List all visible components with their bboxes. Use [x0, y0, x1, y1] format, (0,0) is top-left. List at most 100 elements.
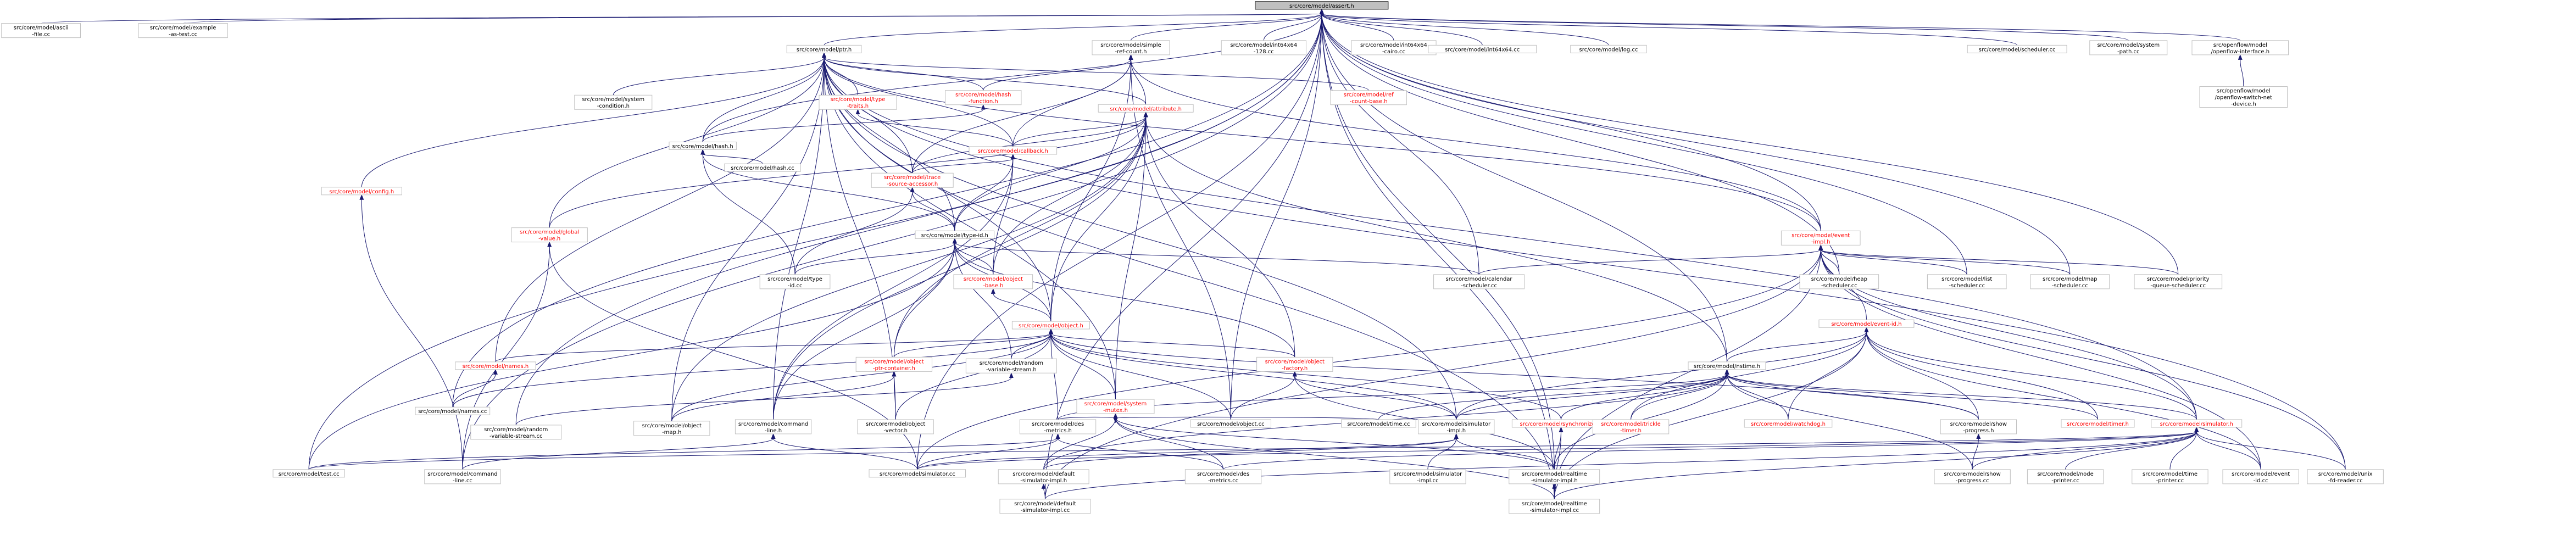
node-label: src/core/model/show: [1950, 421, 2007, 427]
edge-ptr-sysmutex: [822, 52, 1116, 400]
node-simpleref[interactable]: src/core/model/simple-ref-count.h: [1092, 40, 1170, 55]
node-objmap[interactable]: src/core/model/object-map.h: [633, 421, 710, 436]
node-simimplh[interactable]: src/core/model/simulator-impl.h: [1418, 419, 1495, 434]
edge-typeidh-cmdline: [773, 238, 957, 420]
node-objecth[interactable]: src/core/model/object.h: [1011, 321, 1090, 330]
node-label: -simulator-impl.h: [1531, 478, 1578, 484]
node-log[interactable]: src/core/model/log.cc: [1570, 44, 1647, 53]
edge-ptr-config: [361, 52, 827, 187]
node-ptr[interactable]: src/core/model/ptr.h: [786, 44, 862, 53]
edge-typeidh-randstream: [952, 238, 1012, 359]
node-watchdog[interactable]: src/core/model/watchdog.h: [1744, 419, 1833, 428]
node-objvec[interactable]: src/core/model/object-vector.h: [857, 419, 934, 434]
node-objbase[interactable]: src/core/model/object-base.h: [953, 274, 1033, 289]
node-attribute[interactable]: src/core/model/attribute.h: [1098, 104, 1194, 113]
node-nstime[interactable]: src/core/model/nstime.h: [1688, 361, 1766, 370]
node-showprogcc[interactable]: src/core/model/show-progress.cc: [1934, 469, 2011, 484]
node-label: -cairo.cc: [1382, 49, 1405, 55]
node-label: src/core/model/map: [2043, 276, 2097, 282]
node-hashh[interactable]: src/core/model/hash.h: [669, 141, 737, 150]
node-showprog[interactable]: src/core/model/show-progress.h: [1940, 419, 2017, 434]
node-rtsimcc[interactable]: src/core/model/realtime-simulator-impl.c…: [1509, 499, 1600, 514]
node-refcount[interactable]: src/core/model/ref-count-base.h: [1330, 90, 1407, 105]
node-ofiface[interactable]: src/openflow/model/openflow-interface.h: [2191, 40, 2289, 55]
edge-ptr-namesh: [495, 52, 827, 362]
node-syscond[interactable]: src/core/model/system-condition.h: [574, 94, 653, 110]
edge-sysmutex-defsimh: [1043, 413, 1118, 470]
edge-assert-testcc: [308, 8, 1324, 470]
node-simh[interactable]: src/core/model/simulator.h: [2151, 419, 2243, 428]
node-assert[interactable]: src/core/model/assert.h: [1255, 1, 1389, 10]
node-defsimcc[interactable]: src/core/model/default-simulator-impl.cc: [999, 499, 1091, 514]
node-timeprinter[interactable]: src/core/model/time-printer.cc: [2132, 469, 2208, 484]
node-timecc[interactable]: src/core/model/time.cc: [1341, 419, 1416, 428]
node-label: src/core/model/log.cc: [1579, 47, 1638, 53]
edge-attribute-globalval: [549, 111, 1148, 228]
edge-assert-mapsched: [1319, 8, 2071, 275]
node-label: src/core/model/hash: [955, 92, 1011, 98]
node-label: -mutex.h: [1103, 408, 1128, 414]
node-box: [953, 274, 1033, 289]
edge-sysmutex-timecc: [1113, 416, 1379, 423]
node-randstream[interactable]: src/core/model/random-variable-stream.h: [965, 358, 1057, 373]
node-randcc[interactable]: src/core/model/random-variable-stream.cc: [470, 425, 562, 440]
node-label: src/core/model/int64x64: [1230, 42, 1297, 48]
node-globalval[interactable]: src/core/model/global-value.h: [511, 227, 588, 243]
node-namescc[interactable]: src/core/model/names.cc: [415, 406, 491, 415]
node-box: [2134, 274, 2223, 289]
node-desmetrics[interactable]: src/core/model/des-metrics.h: [1019, 419, 1097, 434]
node-config[interactable]: src/core/model/config.h: [321, 187, 403, 196]
node-simcc[interactable]: src/core/model/simulator.cc: [869, 469, 966, 478]
node-eventid[interactable]: src/core/model/event-id.h: [1818, 319, 1915, 328]
node-eventidcc[interactable]: src/core/model/event-id.cc: [2222, 469, 2299, 484]
node-defsimh[interactable]: src/core/model/default-simulator-impl.h: [998, 469, 1089, 484]
node-int64cc[interactable]: src/core/model/int64x64.cc: [1428, 44, 1537, 53]
node-prioq[interactable]: src/core/model/priority-queue-scheduler.…: [2134, 274, 2223, 289]
node-sysmutex[interactable]: src/core/model/system-mutex.h: [1076, 399, 1155, 414]
node-schedcc[interactable]: src/core/model/scheduler.cc: [1967, 44, 2067, 53]
node-int128[interactable]: src/core/model/int64x64-128.cc: [1221, 40, 1306, 55]
node-ascii[interactable]: src/core/model/ascii-file.cc: [1, 23, 81, 38]
edge-ptr-syscond: [613, 52, 827, 96]
node-hashcc[interactable]: src/core/model/hash.cc: [724, 163, 801, 172]
node-callback[interactable]: src/core/model/callback.h: [969, 146, 1058, 155]
node-objfactory[interactable]: src/core/model/object-factory.h: [1256, 356, 1333, 372]
node-cmdlinecc[interactable]: src/core/model/command-line.cc: [424, 469, 501, 484]
node-testcc[interactable]: src/core/model/test.cc: [272, 469, 345, 478]
node-typetraits[interactable]: src/core/model/type-traits.h: [819, 94, 897, 110]
node-nodeprinter[interactable]: src/core/model/node-printer.cc: [2027, 469, 2104, 484]
node-trickle[interactable]: src/core/model/trickle-timer.h: [1592, 419, 1670, 434]
node-listsched[interactable]: src/core/model/list-scheduler.cc: [1927, 274, 2007, 289]
node-ofswitch[interactable]: src/openflow/model/openflow-switch-net-d…: [2199, 86, 2288, 108]
node-label: src/core/model/simulator.cc: [880, 471, 955, 477]
node-simimplcc[interactable]: src/core/model/simulator-impl.cc: [1389, 469, 1466, 484]
edge-assert-syspath: [1319, 8, 2129, 41]
node-rtsimh[interactable]: src/core/model/realtime-simulator-impl.h: [1509, 469, 1600, 484]
node-typeidcc[interactable]: src/core/model/type-id.cc: [759, 274, 831, 289]
edge-desmetrics-testcc: [308, 433, 1060, 470]
node-syspath[interactable]: src/core/model/system-path.cc: [2089, 40, 2168, 55]
node-tracesrc[interactable]: src/core/model/trace-source-accessor.h: [871, 172, 954, 188]
node-box: [2191, 40, 2289, 55]
node-hashfn[interactable]: src/core/model/hash-function.h: [945, 90, 1022, 105]
node-box: [2151, 419, 2243, 428]
edge-desmetrics-simcc: [917, 433, 1060, 470]
node-unixfd[interactable]: src/core/model/unix-fd-reader.cc: [2307, 469, 2384, 484]
node-desmetcc[interactable]: src/core/model/des-metrics.cc: [1184, 469, 1262, 484]
edge-typeidh-testcc: [308, 238, 957, 470]
node-mapsched[interactable]: src/core/model/map-scheduler.cc: [2030, 274, 2110, 289]
node-box: [871, 172, 954, 188]
node-example[interactable]: src/core/model/example-as-test.cc: [138, 23, 228, 38]
node-label: src/core/model/object.h: [1019, 323, 1083, 329]
node-calsched[interactable]: src/core/model/calendar-scheduler.cc: [1433, 274, 1525, 289]
node-namesh[interactable]: src/core/model/names.h: [455, 361, 536, 370]
edge-assert-namescc: [452, 8, 1324, 408]
node-cmdline[interactable]: src/core/model/command-line.h: [735, 419, 812, 434]
node-eventimpl[interactable]: src/core/model/event-impl.h: [1781, 230, 1861, 246]
node-timerh[interactable]: src/core/model/timer.h: [2061, 419, 2135, 428]
node-objptr[interactable]: src/core/model/object-ptr-container.h: [855, 356, 933, 372]
node-objectcc[interactable]: src/core/model/object.cc: [1190, 419, 1271, 428]
node-cairo[interactable]: src/core/model/int64x64-cairo.cc: [1351, 40, 1437, 55]
node-typeidh[interactable]: src/core/model/type-id.h: [915, 230, 995, 239]
node-heapsched[interactable]: src/core/model/heap-scheduler.cc: [1799, 274, 1879, 289]
